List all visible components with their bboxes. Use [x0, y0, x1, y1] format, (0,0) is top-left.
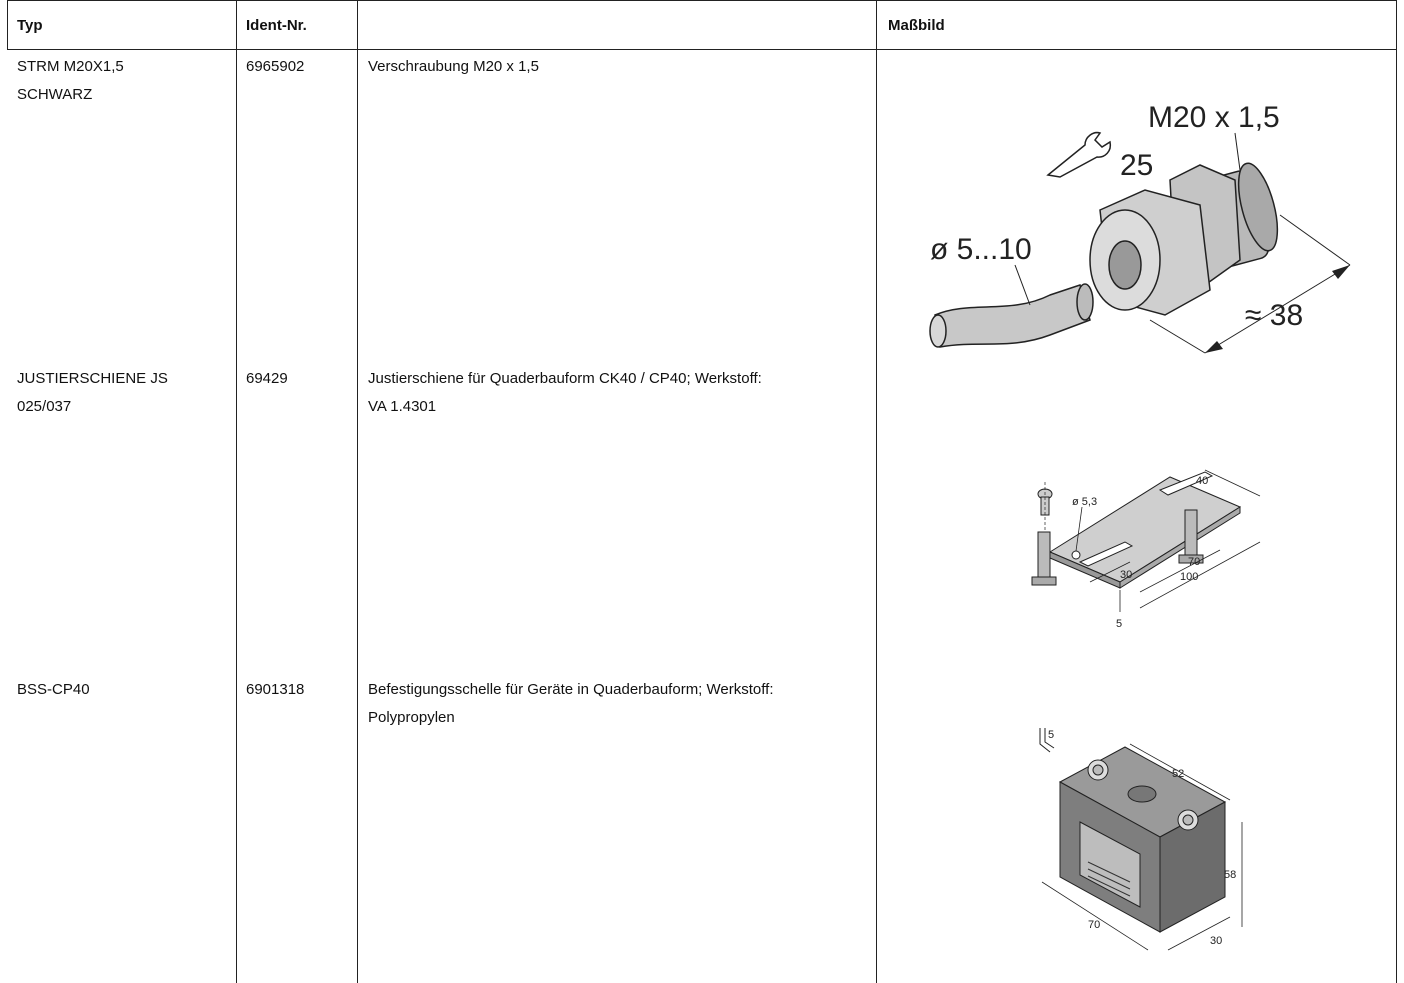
cable-end — [929, 314, 947, 348]
label-width: 40 — [1196, 475, 1208, 487]
table-border-right — [1396, 0, 1397, 983]
column-divider-2 — [357, 0, 358, 983]
wrench-icon — [1046, 131, 1112, 178]
clamp-rib-1 — [1087, 861, 1131, 883]
mounting-clamp-drawing: 5 52 58 70 30 — [1039, 728, 1243, 951]
dim-52-line — [1129, 743, 1231, 801]
label-58: 58 — [1224, 869, 1236, 881]
clamp-opening — [1079, 821, 1141, 908]
bolt-left — [1037, 531, 1051, 581]
dim-100-line — [1139, 541, 1261, 609]
adjustment-rail-drawing: 40 ø 5,3 30 70 100 5 — [1031, 469, 1261, 630]
screw-left-inner — [1092, 764, 1104, 776]
header-drawing: Maßbild — [888, 17, 945, 34]
label-30: 30 — [1210, 935, 1222, 947]
rail-slot-2 — [1078, 541, 1134, 567]
length-dim-line — [1204, 264, 1351, 354]
label-70: 70 — [1088, 919, 1100, 931]
row3-description-line2: Polypropylen — [368, 709, 455, 726]
row3-ident: 6901318 — [246, 681, 305, 698]
row2-description-line2: VA 1.4301 — [368, 398, 437, 415]
row3-type: BSS-CP40 — [17, 681, 90, 698]
label-52: 52 — [1172, 768, 1184, 780]
dim-70-line — [1041, 881, 1149, 951]
screw-right-inner — [1182, 814, 1194, 826]
row1-ident: 6965902 — [246, 58, 305, 75]
length-arrow-2 — [1205, 341, 1223, 353]
thread-leader — [1234, 132, 1241, 171]
row1-description: Verschraubung M20 x 1,5 — [368, 58, 539, 75]
dim-70-line — [1139, 549, 1221, 593]
cable-shape — [934, 284, 1091, 348]
header-divider — [7, 49, 1397, 50]
hole-leader — [1075, 506, 1083, 552]
label-5: 5 — [1116, 618, 1122, 630]
label-thread: M20 x 1,5 — [1148, 101, 1280, 134]
hex-key-icon-outline — [1044, 728, 1055, 749]
row2-description-line1: Justierschiene für Quaderbauform CK40 / … — [368, 370, 762, 387]
row2-ident: 69429 — [246, 370, 288, 387]
label-wrench: 25 — [1120, 149, 1153, 182]
bolt-left-foot — [1031, 576, 1057, 586]
label-30: 30 — [1120, 569, 1132, 581]
label-length: ≈ 38 — [1245, 299, 1303, 332]
rail-slot-1 — [1158, 471, 1214, 496]
hex-key-icon — [1039, 728, 1051, 753]
clamp-side — [1159, 801, 1226, 933]
dim-40-line — [1204, 469, 1261, 497]
dim-30-line — [1167, 916, 1231, 951]
dim-30-line — [1089, 561, 1131, 583]
table-border-top — [7, 0, 1397, 1]
header-ident: Ident-Nr. — [246, 17, 307, 34]
label-70: 70 — [1188, 556, 1200, 568]
cable-hole — [1108, 240, 1142, 290]
length-extension-1 — [1279, 214, 1351, 266]
center-hole — [1127, 785, 1157, 803]
label-cable: ø 5...10 — [930, 233, 1032, 266]
cable-gland-drawing: M20 x 1,5 25 ø 5...10 ≈ 38 — [929, 101, 1351, 354]
bolt-right — [1184, 509, 1198, 559]
row2-type-line1: JUSTIERSCHIENE JS — [17, 370, 168, 387]
column-divider-1 — [236, 0, 237, 983]
clamp-rib-3 — [1087, 875, 1131, 897]
column-divider-3 — [876, 0, 877, 983]
row1-type-line2: SCHWARZ — [17, 86, 93, 103]
clamp-rib-2 — [1087, 868, 1131, 890]
rail-hole — [1071, 550, 1081, 560]
length-extension-2 — [1149, 319, 1206, 354]
label-100: 100 — [1180, 571, 1198, 583]
label-tool: 5 — [1048, 729, 1054, 741]
cable-cut — [1076, 283, 1094, 321]
rail-side — [1119, 506, 1241, 589]
cable-leader — [1014, 264, 1031, 306]
length-arrow-1 — [1332, 265, 1350, 279]
row1-type-line1: STRM M20X1,5 — [17, 58, 124, 75]
header-type: Typ — [17, 17, 43, 34]
thread-end — [1237, 162, 1279, 252]
table-border-left — [7, 0, 8, 50]
row2-type-line2: 025/037 — [17, 398, 72, 415]
row3-description-line1: Befestigungsschelle für Geräte in Quader… — [368, 681, 774, 698]
label-hole: ø 5,3 — [1072, 496, 1097, 508]
